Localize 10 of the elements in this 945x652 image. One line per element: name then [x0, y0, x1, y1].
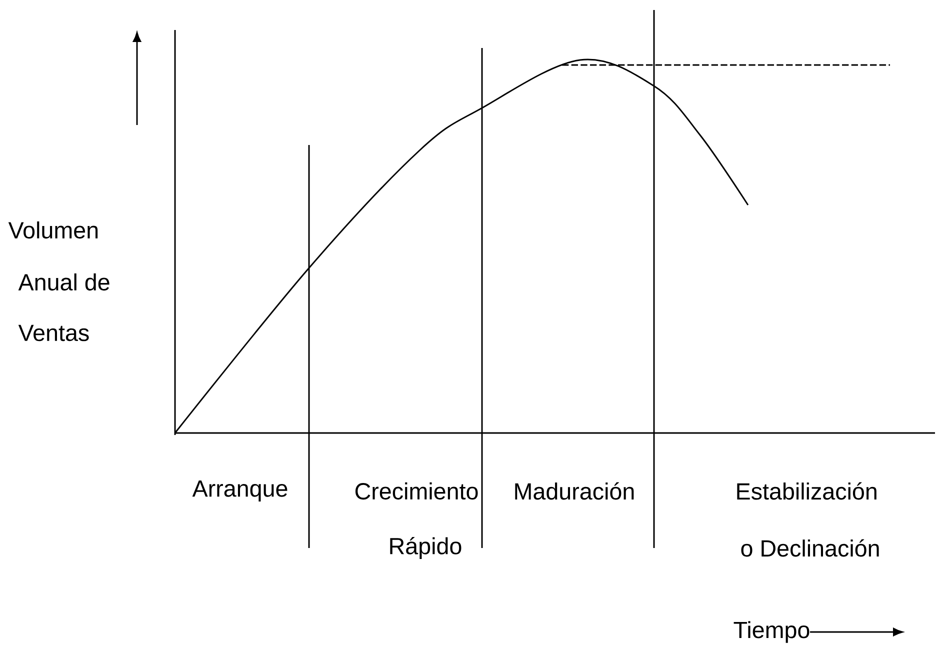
axis-label: Maduración — [515, 482, 634, 500]
axis-label: Rápido — [390, 536, 462, 560]
axis-label: Crecimiento — [355, 482, 478, 500]
axis-label: Tiempo — [734, 621, 810, 643]
axis-label: o Declinación — [741, 539, 879, 557]
axis-label: Arranque — [192, 480, 288, 502]
axis-label: Volumen — [8, 221, 98, 239]
axis-label: Estabilización — [737, 482, 876, 500]
axis-label: Ventas — [18, 324, 89, 342]
axis-label: Anual de — [18, 273, 110, 291]
